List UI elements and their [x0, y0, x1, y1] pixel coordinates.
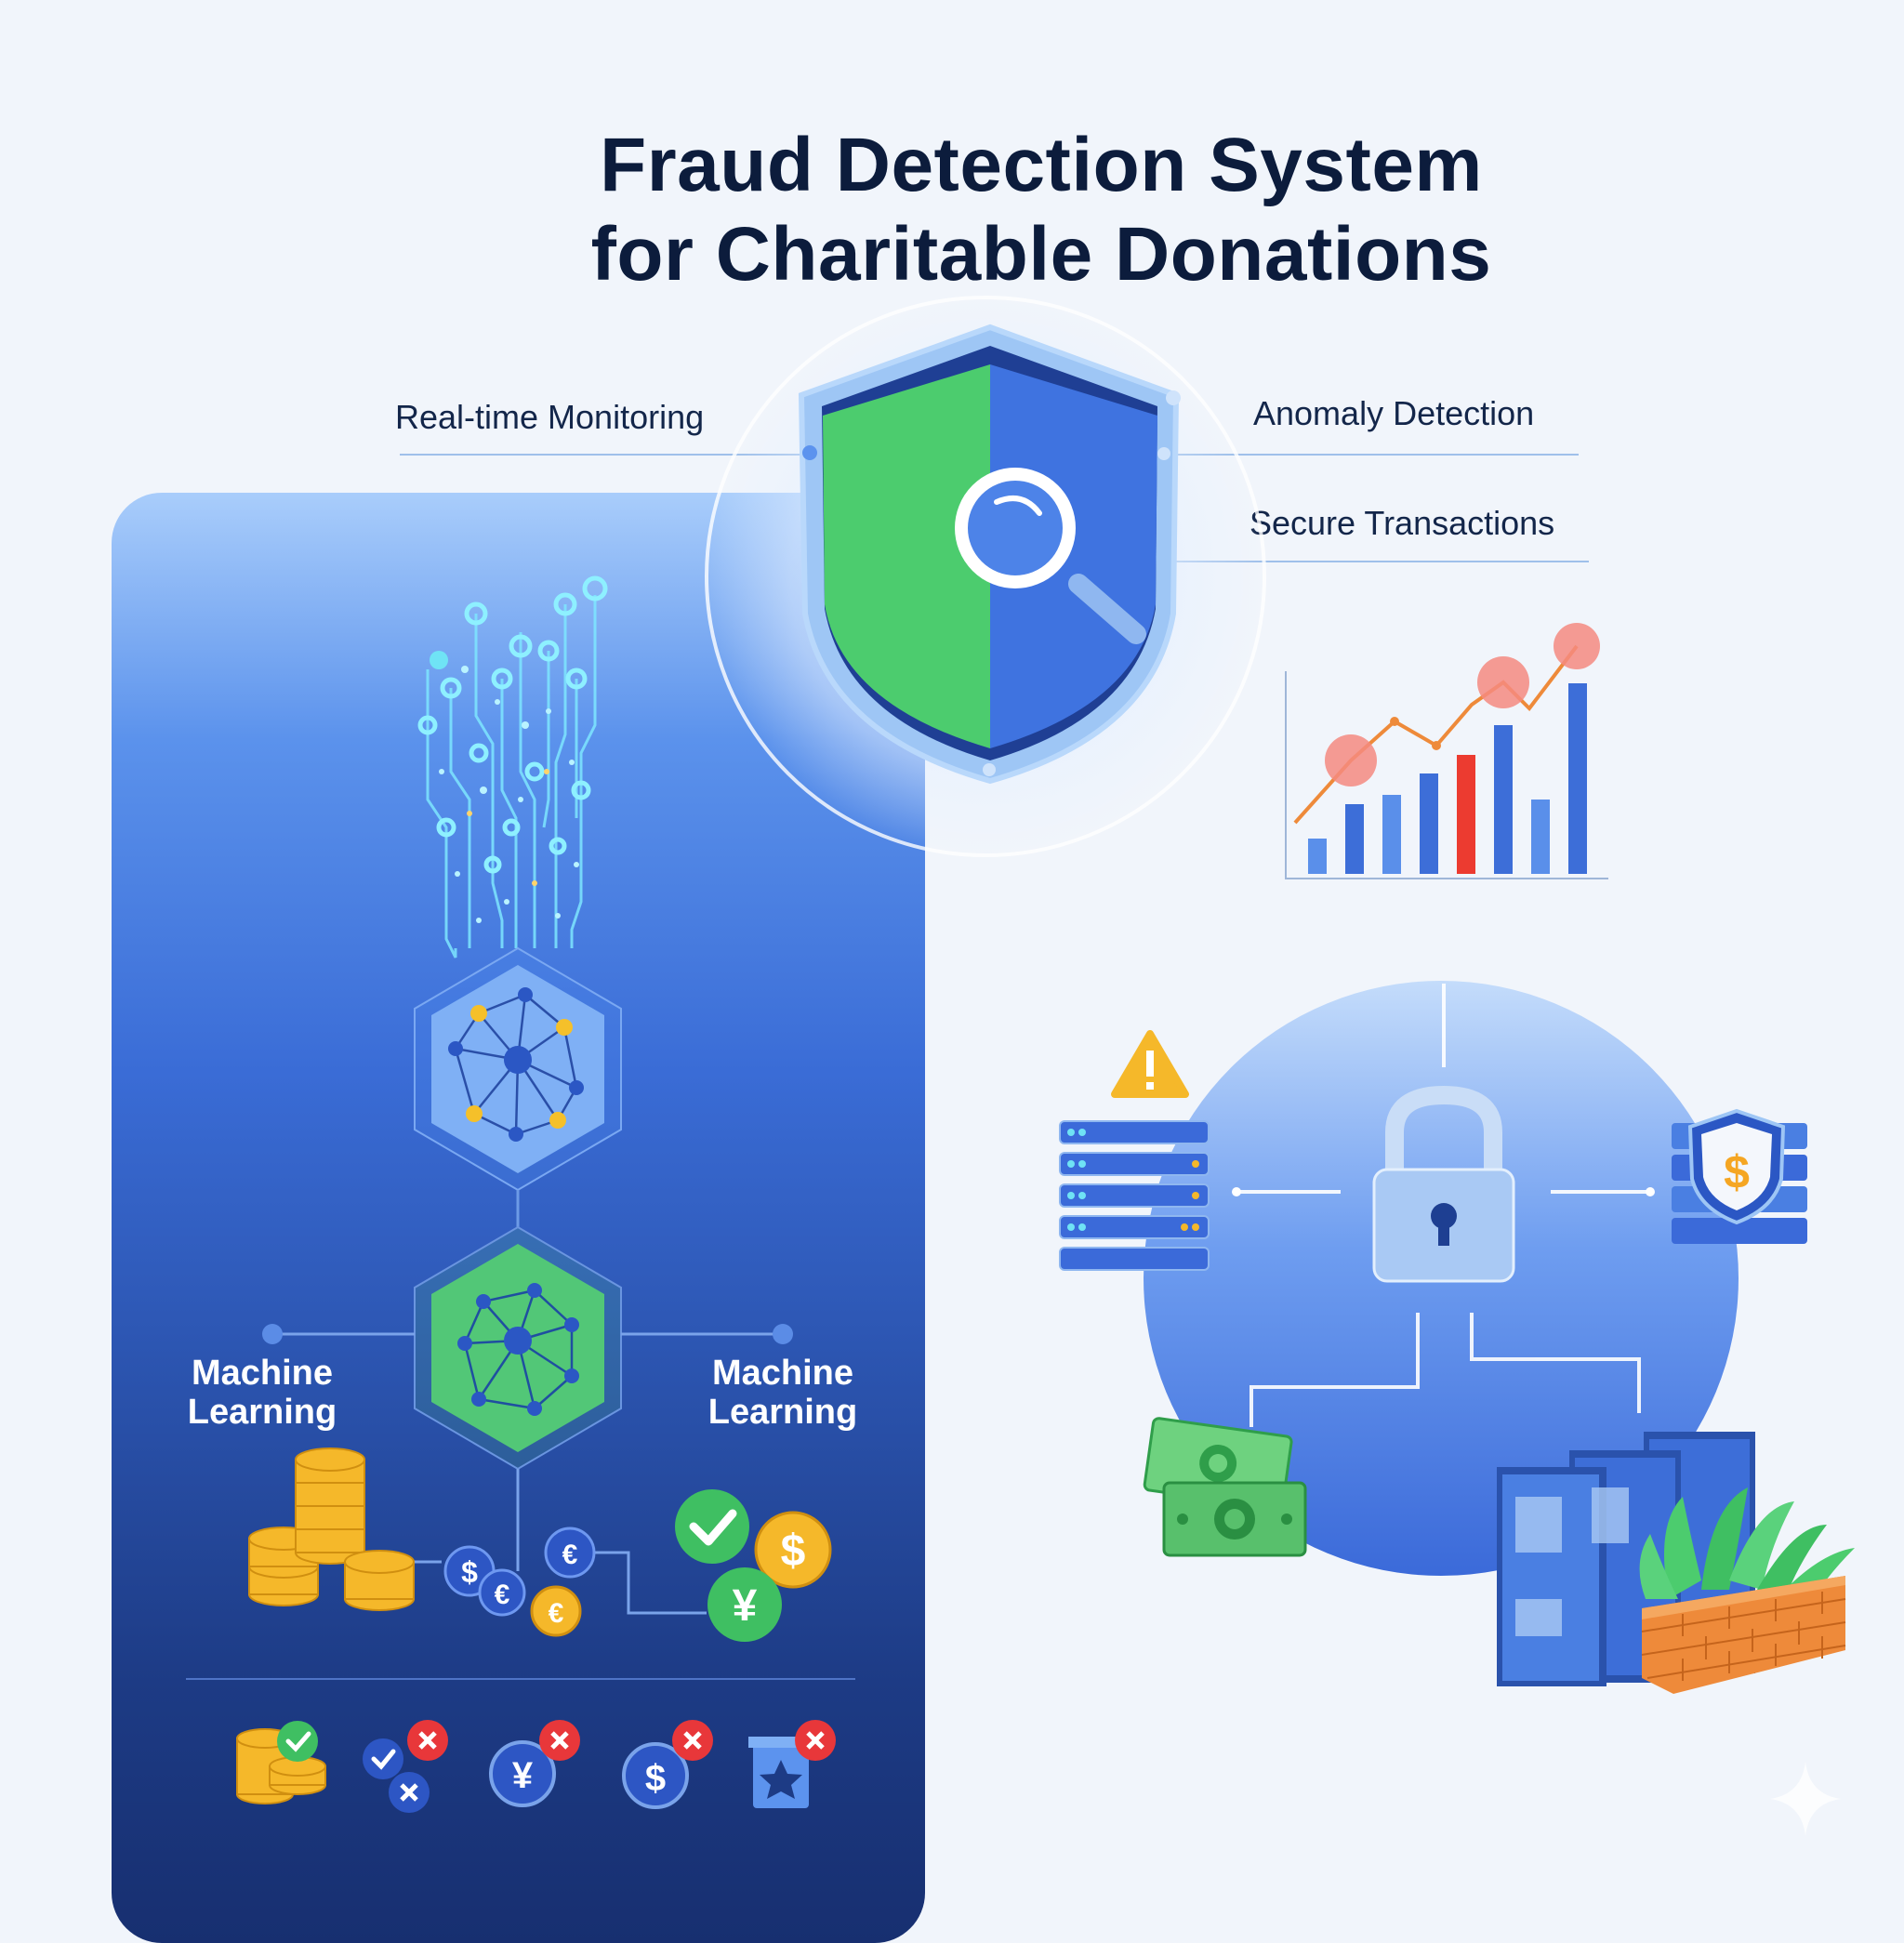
chart-bars: [1308, 683, 1587, 874]
dollar-symbol-3: $: [645, 1758, 666, 1799]
feature-secure-transactions: Secure Transactions: [1250, 504, 1555, 542]
coins-approved-icon: [236, 1721, 326, 1804]
neural-network-icon-middle: [414, 1225, 622, 1471]
feature-line-secure: [1173, 561, 1589, 562]
firewall-icon: [1639, 1487, 1855, 1694]
ml-label-right: Machine Learning: [707, 1354, 858, 1432]
dollar-symbol-1: $: [461, 1555, 478, 1589]
check-cross-icon: [363, 1720, 448, 1813]
money-icon: [1143, 1417, 1307, 1557]
yen-rejected-icon: ¥: [489, 1720, 580, 1807]
check-icon: [689, 1509, 737, 1546]
euro-symbol-1: €: [495, 1580, 510, 1610]
secure-payment-server-icon: $: [1672, 1108, 1807, 1244]
warning-icon: [1111, 1030, 1189, 1098]
neural-network-icon-top: [414, 946, 622, 1192]
yen-symbol-2: ¥: [512, 1755, 534, 1796]
yen-symbol: ¥: [733, 1581, 758, 1631]
sparkle-icon: [1770, 1762, 1841, 1836]
magnifier-icon: [955, 468, 1146, 644]
feature-anomaly-detection: Anomaly Detection: [1253, 394, 1535, 432]
ml-label-left: Machine Learning: [187, 1354, 337, 1432]
currency-coins-icon: $ € € €: [443, 1527, 596, 1637]
title-line-1: Fraud Detection System: [600, 123, 1483, 207]
overlay-graphics: $: [705, 296, 1855, 1836]
lock-icon: [1372, 1085, 1515, 1283]
verified-coins-icon: $ ¥: [675, 1489, 832, 1642]
ml-panel-graphics: $ € € € $ ¥: [186, 575, 855, 1813]
dollar-symbol-2: $: [781, 1527, 806, 1576]
shield-icon: [798, 324, 1181, 785]
bar-chart-icon: [1285, 623, 1608, 879]
dollar-symbol-4: $: [1724, 1146, 1750, 1198]
title-line-2: for Charitable Donations: [590, 212, 1492, 297]
dollar-rejected-icon: $: [622, 1720, 713, 1809]
transaction-status-row: ¥ $: [236, 1720, 836, 1813]
data-stream-particles: [430, 651, 579, 923]
feature-line-anomaly: [1167, 454, 1579, 456]
page-title: Fraud Detection System for Charitable Do…: [521, 121, 1562, 299]
coins-icon: [248, 1447, 415, 1611]
euro-symbol-2: €: [562, 1540, 578, 1570]
data-stream-icon: [426, 595, 597, 958]
donation-box-rejected-icon: [748, 1720, 836, 1808]
feature-line-realtime: [400, 454, 809, 456]
server-icon: [1059, 1120, 1210, 1271]
feature-realtime-monitoring: Real-time Monitoring: [395, 398, 705, 436]
euro-symbol-3: €: [549, 1598, 564, 1629]
data-stream-nodes: [417, 575, 608, 874]
